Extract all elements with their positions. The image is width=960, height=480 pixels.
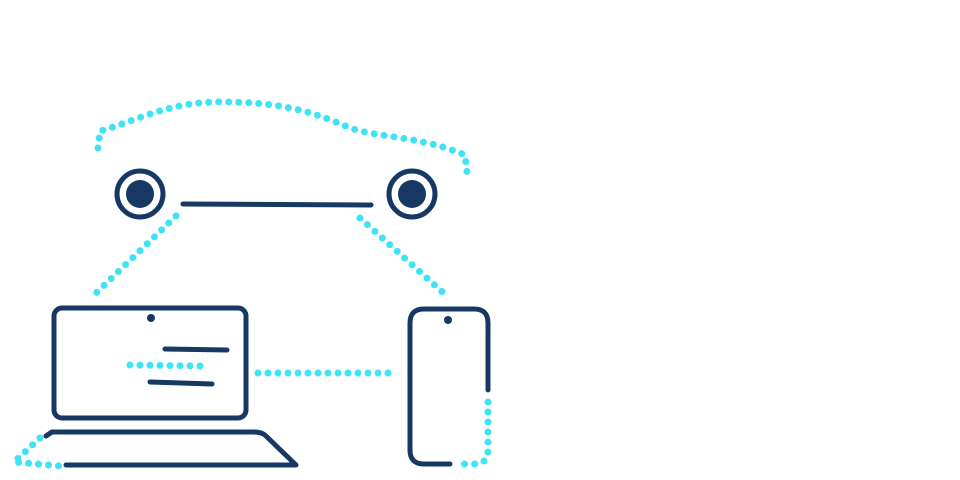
car-underbody-line	[180, 201, 374, 208]
laptop-camera-icon	[147, 314, 155, 322]
smartphone-icon	[407, 306, 491, 467]
left-wheel-icon	[114, 168, 166, 220]
car-roof-dotted-outline	[94, 98, 471, 176]
connection-car-laptop-dots	[87, 212, 180, 302]
laptop-icon	[43, 305, 299, 468]
smartphone-camera-icon	[444, 316, 452, 324]
smartphone-dotted-edge	[456, 398, 492, 468]
laptop-base	[43, 429, 299, 468]
right-wheel-icon	[386, 168, 438, 220]
laptop-base-dots	[10, 434, 64, 470]
connection-car-phone-dots	[356, 214, 452, 301]
laptop-screen-dots	[126, 361, 205, 370]
